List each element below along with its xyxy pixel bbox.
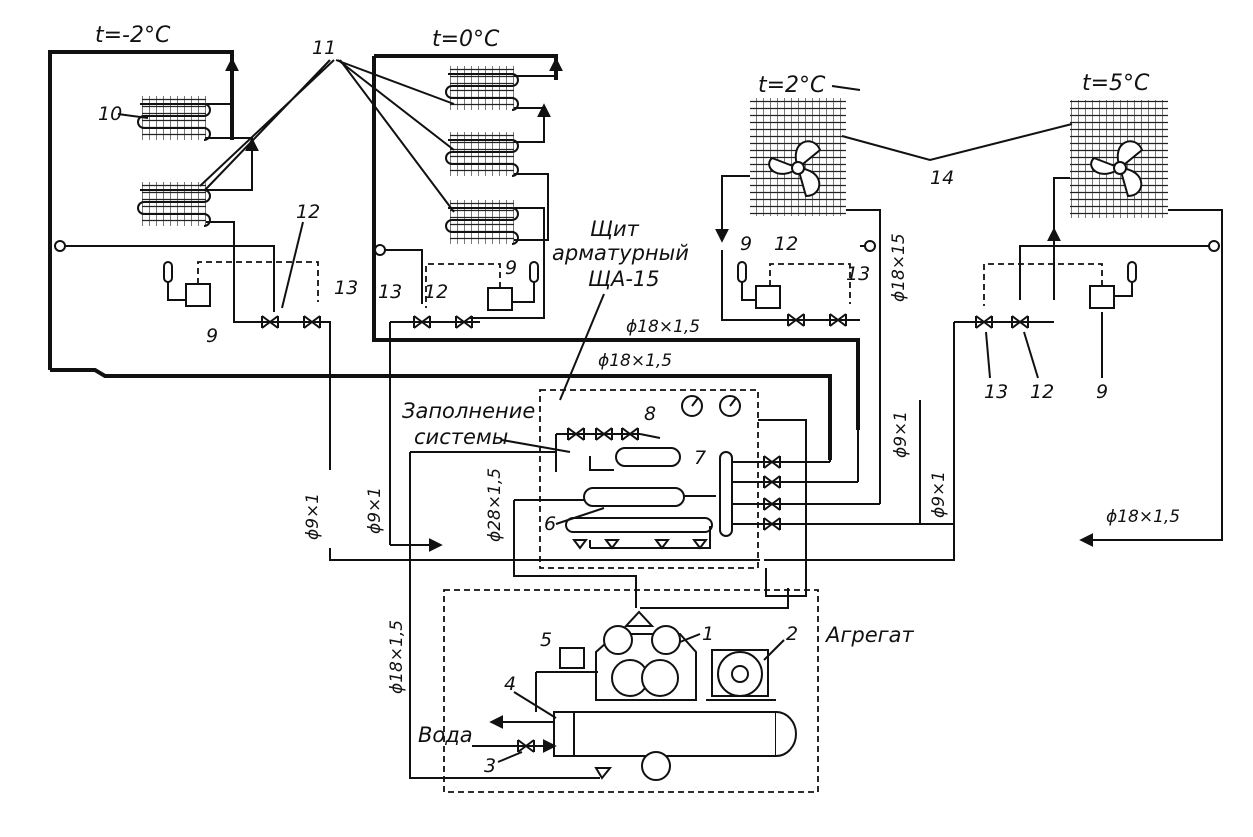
relay-box	[487, 287, 513, 311]
fan-icon	[1090, 140, 1144, 198]
label-12: 12	[1030, 381, 1054, 403]
pipe-label: ϕ18×15	[889, 233, 909, 302]
label-7: 7	[694, 447, 706, 469]
label-11: 11	[312, 37, 336, 59]
unit-label: Агрегат	[824, 623, 915, 647]
label-13: 13	[334, 277, 358, 299]
evaporator-coil	[445, 65, 519, 111]
pipe-label: ϕ9×1	[929, 471, 949, 518]
relay-box	[1089, 285, 1115, 309]
label-13: 13	[378, 281, 402, 303]
label-2: 2	[786, 623, 798, 645]
distribution-manifold	[719, 451, 733, 537]
label-13: 13	[984, 381, 1008, 403]
pipe-label: ϕ28×1,5	[485, 468, 505, 542]
receiver	[583, 487, 685, 507]
filter-drier	[615, 447, 681, 467]
compressor	[595, 610, 697, 701]
evaporator-coil	[445, 131, 519, 177]
label-9: 9	[740, 233, 752, 255]
heat-exchanger	[565, 517, 713, 533]
evaporator-coil	[137, 181, 211, 227]
panel-boundary	[539, 389, 759, 569]
thermostat-bulb	[163, 261, 173, 283]
label-14: 14	[930, 167, 954, 189]
chamber-1-temperature: t=-2°C	[95, 23, 171, 48]
chamber-4: t=5°C 13 12 9 14 ϕ18×1,5	[764, 71, 1223, 561]
pressure-relay	[559, 647, 585, 669]
label-10: 10	[98, 103, 122, 125]
label-8: 8	[644, 403, 656, 425]
relay-box	[755, 285, 781, 309]
condenser	[553, 711, 797, 757]
pipe-label: ϕ9×1	[303, 493, 323, 540]
panel-title-line1: Щит	[590, 217, 640, 241]
pipe-label: ϕ9×1	[365, 487, 385, 534]
relay-box	[185, 283, 211, 307]
evaporator-coil	[445, 199, 519, 245]
fan-icon	[768, 140, 822, 198]
panel-title-line3: ЩА-15	[588, 267, 660, 291]
chamber-3-temperature: t=2°C	[758, 73, 826, 98]
evaporator-coil	[137, 95, 211, 141]
label-6: 6	[544, 513, 556, 535]
fill-label-line1: Заполнение	[402, 399, 535, 423]
chamber-2-temperature: t=0°C	[432, 27, 500, 52]
electric-motor	[706, 649, 776, 701]
pipe-label: ϕ18×1,5	[1106, 507, 1180, 527]
oil-separator	[641, 751, 671, 781]
label-1: 1	[702, 623, 714, 645]
valve-panel: Щит арматурный ЩА-15 Заполнение системы …	[329, 217, 954, 779]
fill-label-line2: системы	[414, 425, 508, 449]
thermostat-bulb	[529, 261, 539, 283]
pipe-label: ϕ18×1,5	[387, 620, 407, 694]
unit-boundary	[443, 589, 819, 793]
pipe-label: ϕ9×1	[891, 411, 911, 458]
chamber-4-temperature: t=5°C	[1082, 71, 1150, 96]
water-label: Вода	[418, 723, 473, 747]
label-9: 9	[1096, 381, 1108, 403]
label-4: 4	[504, 673, 516, 695]
label-9: 9	[206, 325, 218, 347]
chamber-3: t=2°C 9 12 13 ϕ18×15	[715, 73, 909, 430]
label-12: 12	[424, 281, 448, 303]
pipe-label: ϕ18×1,5	[598, 351, 672, 371]
thermostat-bulb	[737, 261, 747, 283]
label-9: 9	[505, 257, 517, 279]
label-3: 3	[484, 755, 496, 777]
thermostat-bulb	[1127, 261, 1137, 283]
chamber-1: t=-2°C 10 12 13 9	[48, 23, 832, 470]
label-12: 12	[774, 233, 798, 255]
pipe-label: ϕ18×1,5	[626, 317, 700, 337]
compressor-unit: Агрегат 1 2 5 4	[418, 419, 915, 793]
label-5: 5	[540, 629, 552, 651]
panel-title-line2: арматурный	[552, 241, 689, 265]
label-13: 13	[846, 263, 870, 285]
label-12: 12	[296, 201, 320, 223]
